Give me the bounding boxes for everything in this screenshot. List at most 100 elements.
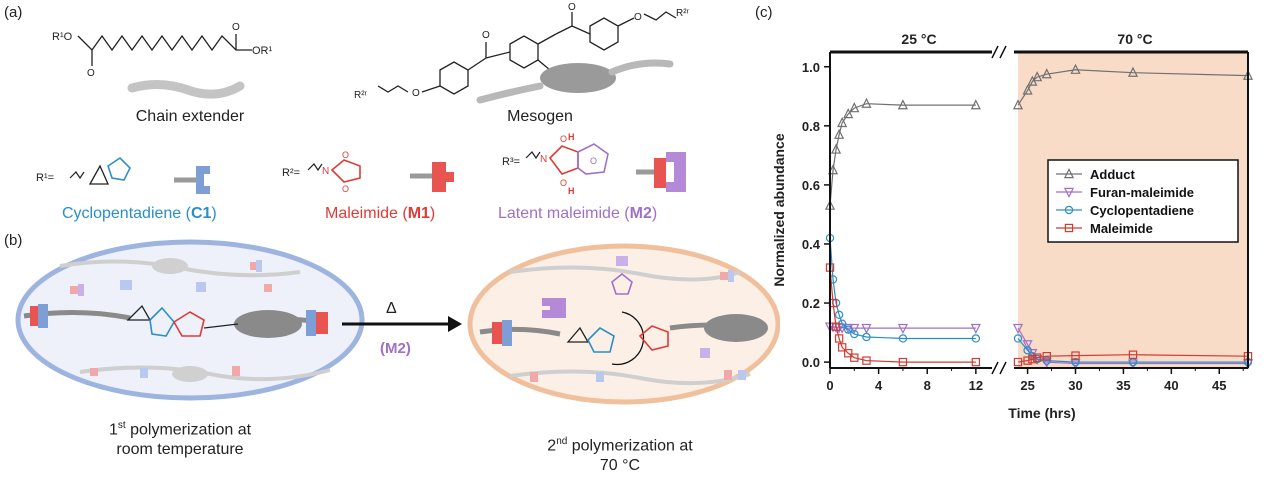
legend-label: Adduct [1090, 167, 1135, 182]
data-point [1042, 356, 1051, 365]
x-tick-label: 40 [1164, 378, 1178, 393]
r3-label: R³= [502, 156, 521, 168]
data-point [850, 353, 859, 362]
cyclopentadiene-cartoon [174, 166, 210, 194]
data-point [1070, 63, 1081, 74]
polymerization-scheme [15, 239, 780, 405]
data-point [1071, 357, 1080, 367]
data-point [831, 143, 842, 154]
data-point [1022, 84, 1033, 95]
data-point [1013, 357, 1023, 367]
y-tick-label: 0.8 [802, 119, 820, 134]
svg-text:H: H [568, 132, 575, 142]
mesogen-structure: O O O R²ʳ O R²ʳ [354, 2, 690, 104]
data-point [834, 128, 845, 139]
data-point [844, 325, 853, 334]
series-line [1017, 338, 1248, 363]
svg-text:O: O [342, 150, 349, 160]
data-point [1064, 205, 1074, 215]
series-line [829, 267, 976, 363]
y-tick-label: 0.0 [802, 355, 820, 370]
y-tick-label: 0.2 [802, 296, 820, 311]
x-tick-label: 35 [1116, 378, 1130, 393]
data-point [970, 323, 981, 335]
data-point [861, 323, 872, 335]
data-point [862, 332, 871, 342]
data-point [897, 99, 908, 110]
series-line [1017, 327, 1248, 365]
data-point [971, 334, 981, 343]
mal-code: M1 [407, 205, 430, 222]
cp-code: C1 [190, 205, 212, 222]
data-point [861, 97, 872, 108]
region-right-label: 70 °C [1117, 31, 1152, 47]
r23-bottom-label: R²ʳ [354, 90, 368, 101]
data-point [971, 357, 981, 367]
series-adduct [824, 63, 1254, 210]
axis-break-mark [999, 361, 1007, 375]
r1-label: R¹= [36, 172, 55, 184]
data-point [1128, 350, 1138, 359]
data-point [862, 356, 871, 365]
data-point [1028, 354, 1037, 364]
maleimide-cartoon [410, 162, 454, 192]
data-point [831, 322, 841, 331]
cyclopentadiene-name: Cyclopentadiene (C1) [62, 205, 217, 222]
data-point [1063, 168, 1075, 179]
svg-text:O: O [560, 134, 567, 144]
latent-maleimide-name: Latent maleimide (M2) [498, 205, 658, 222]
data-point [1064, 223, 1074, 233]
panel-c-label: (c) [755, 4, 773, 21]
x-tick-label: 30 [1068, 378, 1082, 393]
data-point [1012, 99, 1024, 110]
series-line [829, 103, 976, 206]
svg-text:O: O [590, 156, 597, 166]
data-point [897, 323, 908, 335]
series-line [1017, 69, 1249, 106]
y-tick-label: 0.6 [802, 178, 820, 193]
svg-text:H: H [568, 186, 575, 196]
data-point [1023, 356, 1032, 365]
data-point [1127, 359, 1139, 370]
data-point [1041, 357, 1052, 369]
chain-extender-label: Chain extender [135, 108, 245, 125]
data-point [837, 116, 848, 128]
data-point [843, 108, 854, 119]
data-point [834, 310, 844, 320]
data-point [1013, 334, 1023, 343]
y-tick-label: 1.0 [802, 60, 820, 75]
data-point [1012, 323, 1024, 335]
data-point [834, 334, 844, 343]
latent-maleimide-cartoon [636, 152, 686, 192]
svg-text:O: O [568, 2, 576, 13]
x-tick-label: 4 [875, 378, 883, 393]
maleimide-name: Maleimide (M1) [325, 205, 436, 222]
arrow-delta: Δ [386, 300, 397, 317]
r1o-label: R¹O [52, 31, 73, 43]
data-point [970, 99, 981, 110]
axis-break-mark [991, 361, 999, 375]
y-tick-label: 0.4 [802, 237, 821, 252]
x-tick-label: 12 [969, 378, 983, 393]
svg-text:O: O [87, 68, 95, 79]
svg-text:N: N [322, 166, 329, 177]
data-point [1032, 353, 1042, 362]
data-point [1063, 187, 1075, 198]
data-point [1032, 71, 1043, 82]
legend-marker [1064, 205, 1074, 215]
svg-text:O: O [634, 12, 642, 23]
arrow-m2: (M2) [380, 340, 411, 357]
data-point [1042, 351, 1051, 361]
x-tick-label: 8 [924, 378, 931, 393]
legend-label: Furan-maleimide [1090, 185, 1194, 200]
cyclopentadiene-group [69, 156, 131, 185]
svg-text:O: O [412, 88, 420, 99]
maleimide-group: N O O [307, 150, 361, 194]
data-point [898, 357, 908, 367]
data-point [843, 323, 854, 335]
panel-b-label: (b) [4, 232, 23, 249]
data-point [1023, 346, 1032, 355]
chain-extender-structure: R¹O O O OR¹ [52, 22, 273, 99]
svg-text:O: O [560, 178, 567, 188]
